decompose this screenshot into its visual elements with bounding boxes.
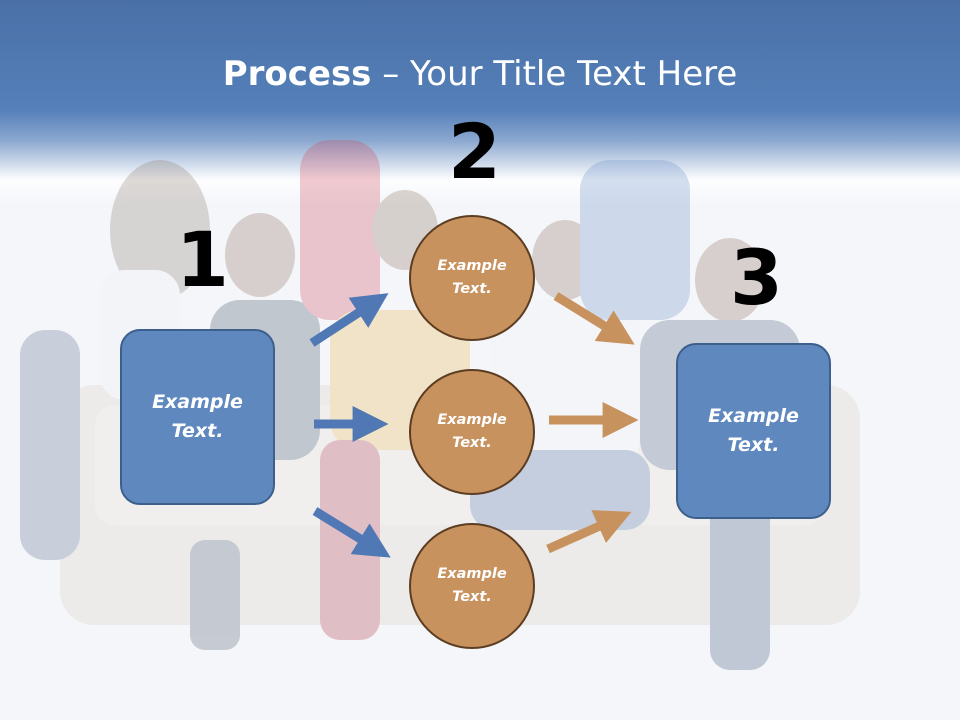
step-1-box: Example Text.: [120, 329, 275, 505]
step-1-text: Example Text.: [152, 391, 243, 442]
arrow-1-to-bottom: [312, 507, 391, 558]
step-number-1: 1: [176, 215, 229, 304]
title-rest: – Your Title Text Here: [371, 54, 738, 94]
slide-title: Process – Your Title Text Here: [0, 52, 960, 96]
step-number-2: 2: [448, 107, 501, 196]
arrow-top-to-3: [553, 292, 635, 345]
title-bold: Process: [222, 54, 372, 94]
step-2-circle-top: Example Text.: [409, 215, 535, 341]
step-2-circle-bottom: Example Text.: [409, 523, 535, 649]
step-3-box: Example Text.: [676, 343, 831, 519]
step-2-text-bottom: Example Text.: [437, 566, 507, 605]
title-banner: [0, 0, 960, 205]
step-3-text: Example Text.: [708, 405, 799, 456]
arrow-1-to-top: [309, 293, 389, 347]
step-number-3: 3: [730, 233, 783, 322]
arrow-bottom-to-3: [546, 510, 632, 554]
step-2-text-top: Example Text.: [437, 258, 507, 297]
step-2-circle-middle: Example Text.: [409, 369, 535, 495]
step-2-text-middle: Example Text.: [437, 412, 507, 451]
background-photo: [20, 140, 860, 670]
